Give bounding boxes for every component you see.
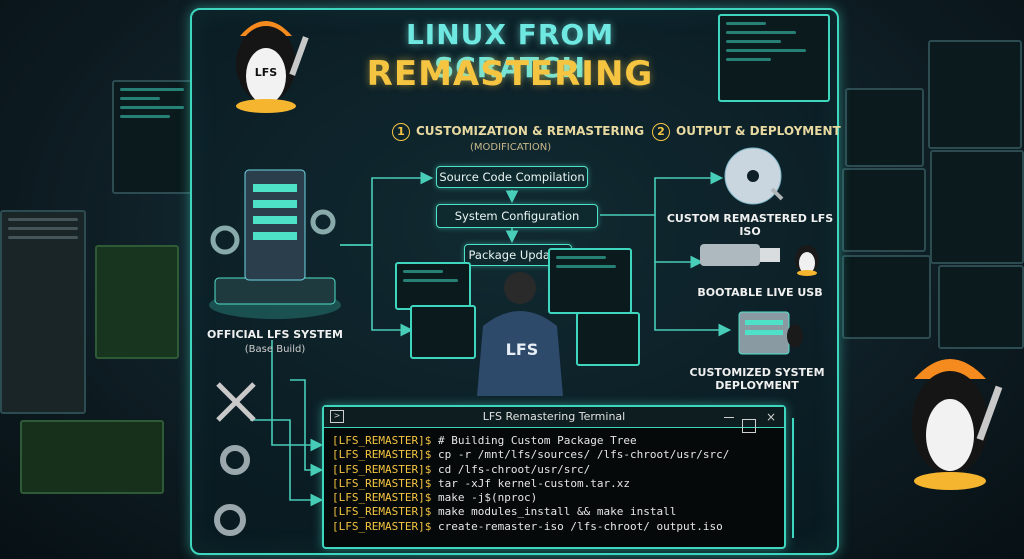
terminal-line: [LFS_REMASTER]$ create-remaster-iso /lfs…	[332, 520, 776, 534]
left-monitor-top	[112, 80, 192, 194]
terminal-line: [LFS_REMASTER]$ cp -r /mnt/lfs/sources/ …	[332, 448, 776, 462]
terminal-command: cp -r /mnt/lfs/sources/ /lfs-chroot/usr/…	[437, 448, 730, 462]
terminal-command: make -j$(nproc)	[437, 491, 538, 505]
section-number-2: 2	[652, 123, 670, 141]
right-monitor-graph-3	[842, 168, 926, 252]
left-server-rack	[0, 210, 86, 414]
technician-back-badge: LFS	[505, 340, 539, 359]
section-output-title: OUTPUT & DEPLOYMENT	[676, 124, 841, 138]
terminal-line: [LFS_REMASTER]$ make modules_install && …	[332, 505, 776, 519]
terminal-command: # Building Custom Package Tree	[437, 434, 637, 447]
gear-icon-2	[214, 504, 246, 536]
left-motherboard	[95, 245, 179, 359]
tools-icon	[216, 382, 256, 422]
step-system-configuration: System Configuration	[436, 204, 598, 228]
source-system-label: OFFICIAL LFS SYSTEM	[206, 328, 344, 341]
penguin-mascot-icon	[236, 21, 309, 113]
terminal-command: cd /lfs-chroot/usr/src/	[437, 462, 591, 476]
terminal-side-slider	[792, 418, 808, 538]
usb-drive-icon	[700, 244, 780, 266]
workstation-monitor-bottom-right	[576, 312, 640, 366]
terminal-line: [LFS_REMASTER]$ # Building Custom Packag…	[332, 434, 776, 448]
terminal-prompt: [LFS_REMASTER]$	[332, 476, 432, 490]
terminal-line: [LFS_REMASTER]$ cd /lfs-chroot/usr/src/	[332, 463, 776, 477]
output-deployment-text: CUSTOMIZED SYSTEM DEPLOYMENT	[689, 366, 825, 392]
right-monitor-graph-1	[845, 88, 924, 167]
close-icon[interactable]: ×	[765, 410, 776, 424]
section-customization-subtitle: (MODIFICATION)	[470, 142, 552, 153]
right-monitor-code-2	[938, 265, 1024, 349]
output-deployment-label: CUSTOMIZED SYSTEM DEPLOYMENT	[682, 366, 832, 392]
maximize-icon[interactable]	[742, 419, 756, 433]
terminal-prompt: [LFS_REMASTER]$	[332, 434, 432, 447]
terminal-prompt: [LFS_REMASTER]$	[332, 448, 432, 462]
section-customization-title: CUSTOMIZATION & REMASTERING	[416, 124, 645, 138]
cd-disc-icon	[724, 147, 784, 205]
terminal-prompt: [LFS_REMASTER]$	[332, 462, 432, 476]
penguin-left-badge: LFS	[250, 66, 282, 79]
step-source-code-compilation: Source Code Compilation	[436, 166, 588, 188]
right-monitor-graph-2	[928, 40, 1022, 149]
title-line-2: REMASTERING	[366, 54, 654, 94]
penguin-mascot-small-icon	[795, 245, 819, 276]
technician-figure	[477, 272, 563, 396]
section-customization-heading: 1 CUSTOMIZATION & REMASTERING	[392, 123, 644, 141]
remastering-terminal: > LFS Remastering Terminal × [LFS_REMAST…	[322, 405, 786, 549]
terminal-command: make modules_install && make install	[437, 505, 677, 519]
terminal-line: [LFS_REMASTER]$ tar -xJf kernel-custom.t…	[332, 477, 776, 491]
terminal-prompt: [LFS_REMASTER]$	[332, 519, 432, 533]
left-desk-board	[20, 420, 164, 494]
right-monitor-graph-4	[842, 255, 931, 339]
terminal-output[interactable]: [LFS_REMASTER]$ # Building Custom Packag…	[324, 428, 784, 540]
terminal-title: LFS Remastering Terminal	[482, 410, 626, 423]
server-tower-icon	[209, 169, 341, 319]
terminal-icon: >	[330, 410, 344, 423]
terminal-prompt: [LFS_REMASTER]$	[332, 505, 432, 519]
terminal-command: tar -xJf kernel-custom.tar.xz	[437, 476, 631, 490]
terminal-titlebar: > LFS Remastering Terminal ×	[324, 407, 784, 433]
penguin-technician-icon	[912, 359, 1003, 490]
minimize-icon[interactable]	[724, 417, 734, 418]
title-line-1: LINUX FROM SCRATCH	[405, 18, 615, 84]
terminal-prompt: [LFS_REMASTER]$	[332, 491, 432, 505]
gear-icon	[220, 445, 250, 475]
terminal-command: create-remaster-iso /lfs-chroot/ output.…	[437, 519, 723, 533]
code-snippet-screen	[718, 14, 830, 102]
output-usb-label: BOOTABLE LIVE USB	[697, 286, 823, 299]
output-iso-label: CUSTOM REMASTERED LFS ISO	[666, 212, 834, 238]
terminal-line: [LFS_REMASTER]$ make -j$(nproc)	[332, 491, 776, 505]
workstation-monitor-bottom-left	[410, 305, 476, 359]
server-box-icon	[738, 311, 803, 355]
section-output-heading: 2 OUTPUT & DEPLOYMENT	[652, 123, 841, 141]
source-system-sublabel: (Base Build)	[244, 344, 306, 355]
right-monitor-code-1	[930, 150, 1024, 264]
section-number-1: 1	[392, 123, 410, 141]
step-package-updates: Package Updates	[464, 244, 572, 266]
workstation-monitor-left	[395, 262, 471, 310]
